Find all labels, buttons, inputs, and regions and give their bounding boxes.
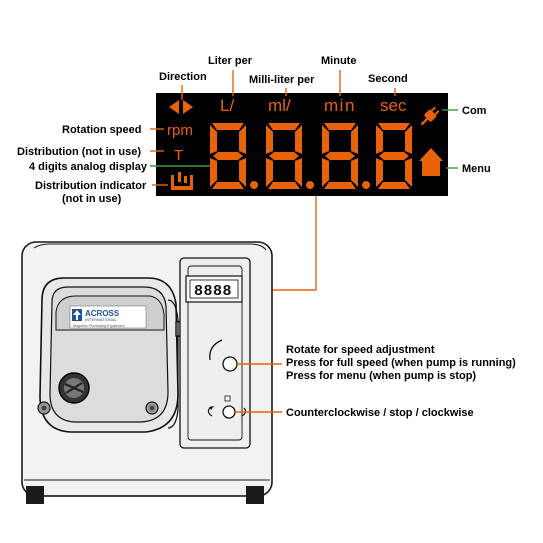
callout-distribution-not-in-use: Distribution (not in use) — [17, 146, 141, 158]
control-panel — [179, 257, 251, 449]
callout-knob-line3: Press for menu (when pump is stop) — [286, 370, 476, 382]
lcd-digit-2 — [266, 123, 314, 189]
brand-tagline: Magnetic Processing Equipment — [73, 324, 125, 328]
callout-minute: Minute — [321, 55, 356, 67]
lcd-digits — [210, 123, 412, 189]
callout-menu: Menu — [462, 163, 491, 175]
lcd-digit-4 — [376, 123, 412, 189]
callout-second: Second — [368, 73, 408, 85]
callout-switch: Counterclockwise / stop / clockwise — [286, 407, 474, 419]
callout-direction: Direction — [159, 71, 207, 83]
counterclockwise-arrow-icon — [207, 407, 213, 417]
lcd-unit-sec: sec — [380, 96, 407, 115]
com-plug-icon — [420, 106, 440, 126]
lcd-digit-3 — [322, 123, 370, 189]
brand-sub: INTERNATIONAL — [85, 317, 117, 322]
mini-display-digits: 8888 — [194, 283, 232, 300]
brand-logo: ACROSS INTERNATIONAL Magnetic Processing… — [69, 305, 147, 329]
callout-knob-line2: Press for full speed (when pump is runni… — [286, 357, 516, 369]
direction-arrows-icon — [169, 100, 193, 114]
mini-display: 8888 — [185, 275, 243, 303]
callout-milli-liter-per: Milli-liter per — [249, 74, 315, 86]
distribution-indicator-icon — [171, 172, 193, 190]
callout-knob-line1: Rotate for speed adjustment — [286, 344, 435, 356]
callout-distribution-indicator-note: (not in use) — [62, 193, 122, 205]
lcd-t: T — [174, 147, 183, 164]
callout-liter-per: Liter per — [208, 55, 253, 67]
callout-com: Com — [462, 105, 487, 117]
lcd-unit-min: min — [324, 96, 356, 115]
lcd-rpm: rpm — [167, 122, 193, 139]
lcd-unit-ml: ml/ — [268, 96, 291, 115]
lcd-digit-1 — [210, 123, 258, 189]
callout-distribution-indicator: Distribution indicator — [35, 180, 147, 192]
callout-rotation-speed: Rotation speed — [62, 124, 141, 136]
callout-four-digits: 4 digits analog display — [29, 161, 148, 173]
brand-name: ACROSS — [85, 309, 120, 318]
lcd-unit-liter: L/ — [220, 96, 234, 115]
menu-home-icon — [419, 148, 443, 176]
